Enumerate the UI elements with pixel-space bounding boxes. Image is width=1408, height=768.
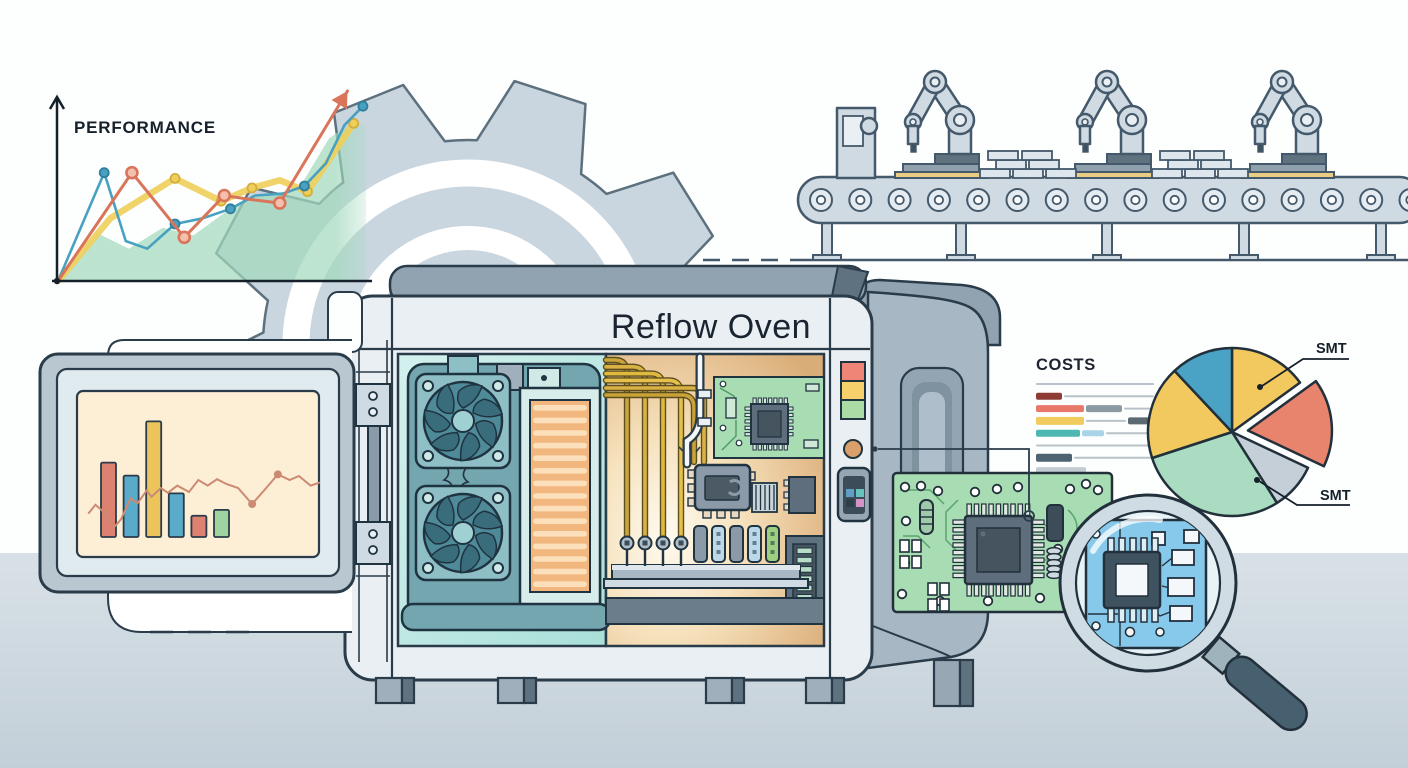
capacitor — [1046, 504, 1064, 542]
power-button[interactable] — [843, 439, 863, 459]
qfp-chip — [952, 503, 1045, 597]
oven-control-column — [836, 361, 872, 523]
component-stack — [979, 150, 1077, 179]
pie-slice — [1150, 430, 1279, 518]
costs-title: COSTS — [1036, 356, 1096, 374]
pie-label-top: SMT — [1316, 341, 1347, 357]
door-hinge-column — [355, 340, 391, 662]
oven-side-foot — [932, 658, 975, 708]
cooling-fan-icon — [414, 372, 512, 470]
button-callout — [872, 446, 1035, 522]
oven-feet — [374, 676, 846, 705]
heat-zone-contents — [602, 352, 825, 625]
oven-title: Reflow Oven — [611, 308, 811, 346]
smt-pie-chart: SMT SMT — [1146, 341, 1351, 518]
monitor-bar-chart — [87, 420, 321, 538]
pie-label-bottom: SMT — [1320, 488, 1351, 504]
heat-zone-base — [605, 597, 825, 625]
connector-bank — [693, 525, 780, 563]
fan-heater-unit — [400, 355, 612, 632]
pie-slice — [1246, 379, 1334, 468]
reflow-oven: Reflow Oven — [343, 264, 1002, 708]
robot-arm-icon — [1241, 69, 1335, 179]
cooling-fan-icon — [414, 484, 512, 582]
control-keypad[interactable] — [836, 466, 872, 523]
soic-chip — [783, 476, 816, 514]
status-lamp-yellow — [840, 380, 866, 401]
axis-origin-dot — [53, 277, 61, 285]
side-panel-crease — [867, 623, 952, 658]
pie-slice — [1173, 346, 1234, 434]
inductor-coil — [1046, 546, 1062, 580]
pie-callout-bottom: SMT — [1254, 477, 1351, 506]
white-cable — [684, 354, 703, 467]
robot-arm-icon — [835, 69, 988, 180]
oven-door-monitor — [38, 291, 363, 634]
costs-legend: COSTS — [1036, 356, 1156, 474]
resistor — [919, 499, 934, 535]
unit-base — [400, 602, 612, 632]
magnified-pcb — [1084, 518, 1208, 650]
performance-chart-title: PERFORMANCE — [74, 118, 216, 137]
y-axis-arrow — [48, 94, 66, 110]
solder-pins — [619, 535, 689, 566]
magnifying-glass-icon — [1058, 493, 1308, 732]
relay-chip — [678, 444, 756, 519]
status-lamp-red — [840, 361, 866, 382]
robot-conveyor-line — [703, 69, 1408, 262]
pie-callout-top: SMT — [1257, 341, 1349, 390]
magnifier-handle — [1200, 635, 1308, 732]
oven-pcb — [713, 376, 825, 459]
robot-arm-icon — [1066, 69, 1160, 179]
component-stack — [1151, 150, 1249, 179]
pie-slice — [1230, 346, 1302, 434]
pie-slice — [1146, 369, 1234, 460]
status-lamp-green — [840, 399, 866, 420]
lens-highlight — [1090, 515, 1163, 554]
performance-chart: PERFORMANCE — [48, 89, 372, 285]
pcb-tray — [603, 564, 809, 589]
circuit-board — [891, 471, 1114, 614]
